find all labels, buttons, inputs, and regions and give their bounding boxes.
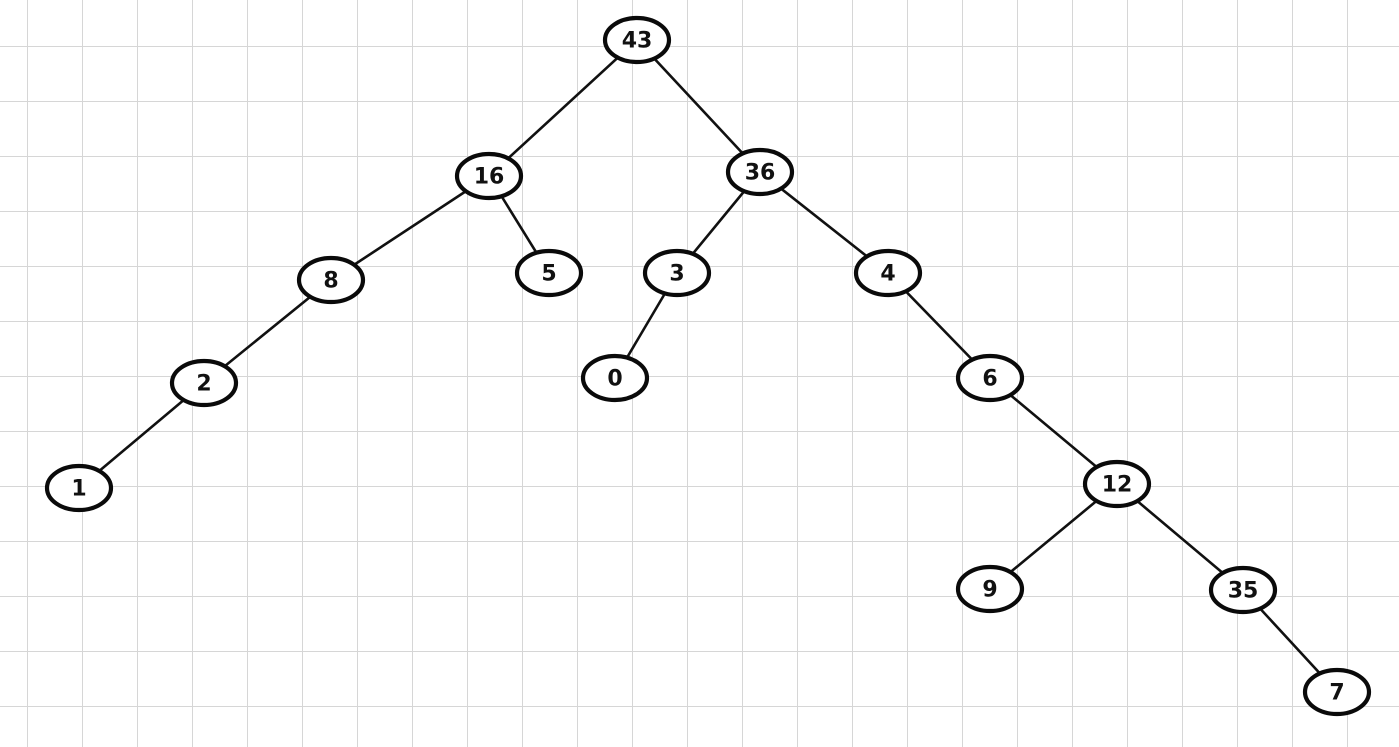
node-circle: [296, 255, 366, 305]
node-circle: [955, 353, 1025, 403]
node-circle: [454, 151, 524, 201]
tree-node-16: 16: [454, 151, 524, 201]
tree-nodes: 43 16 36 8 5 3 4 2 0 6 1 12 9 35 7: [44, 15, 1372, 717]
node-label: 0: [607, 367, 622, 392]
node-label: 5: [541, 262, 556, 287]
tree-node-7: 7: [1302, 667, 1372, 717]
node-label: 9: [982, 578, 997, 603]
tree-edges: [77, 38, 1339, 694]
node-label: 36: [745, 161, 776, 186]
node-circle: [1208, 565, 1278, 615]
node-label: 35: [1228, 579, 1259, 604]
tree-node-36: 36: [725, 147, 795, 197]
tree-node-4: 4: [853, 248, 923, 298]
node-label: 7: [1329, 681, 1344, 706]
tree-node-35: 35: [1208, 565, 1278, 615]
node-label: 2: [196, 372, 211, 397]
node-circle: [642, 248, 712, 298]
node-label: 43: [622, 29, 653, 54]
node-circle: [169, 358, 239, 408]
node-label: 3: [669, 262, 684, 287]
edge-43-to-36: [635, 38, 762, 174]
tree-node-2: 2: [169, 358, 239, 408]
tree-node-6: 6: [955, 353, 1025, 403]
edge-16-to-8: [329, 174, 491, 282]
node-circle: [853, 248, 923, 298]
node-circle: [514, 248, 584, 298]
node-label: 6: [982, 367, 997, 392]
tree-node-43: 43: [602, 15, 672, 65]
tree-node-5: 5: [514, 248, 584, 298]
node-label: 1: [71, 477, 86, 502]
node-label: 8: [323, 269, 338, 294]
node-label: 16: [474, 165, 505, 190]
tree-node-3: 3: [642, 248, 712, 298]
node-circle: [580, 353, 650, 403]
tree-node-12: 12: [1082, 459, 1152, 509]
node-circle: [955, 564, 1025, 614]
edge-43-to-16: [487, 38, 639, 178]
tree-node-0: 0: [580, 353, 650, 403]
node-circle: [44, 463, 114, 513]
tree-node-8: 8: [296, 255, 366, 305]
tree-node-1: 1: [44, 463, 114, 513]
node-label: 4: [880, 262, 895, 287]
tree-node-9: 9: [955, 564, 1025, 614]
node-circle: [1082, 459, 1152, 509]
node-circle: [1302, 667, 1372, 717]
node-circle: [725, 147, 795, 197]
node-label: 12: [1102, 473, 1133, 498]
node-circle: [602, 15, 672, 65]
